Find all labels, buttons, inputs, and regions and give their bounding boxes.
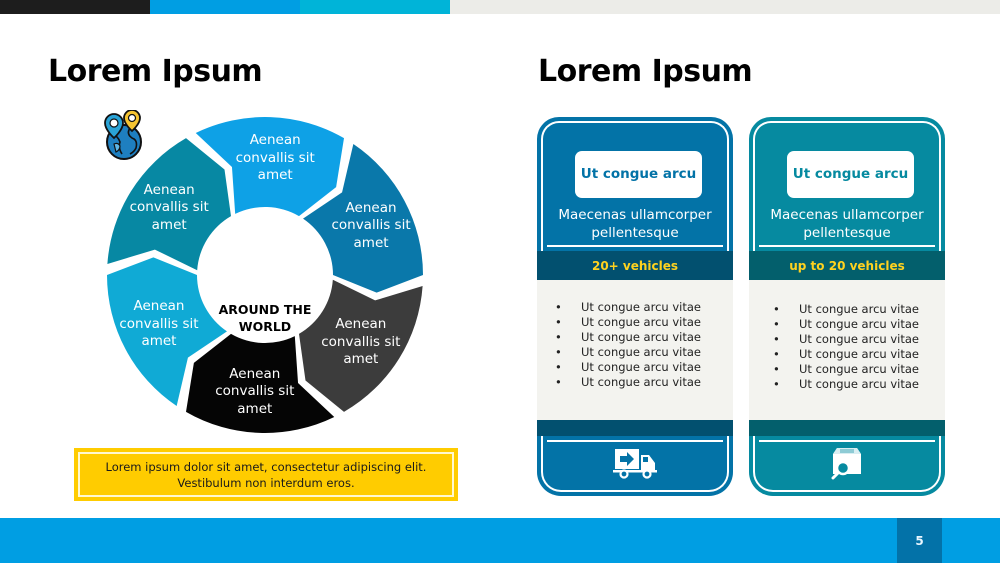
list-item: •Ut congue arcu vitae <box>555 300 701 314</box>
card-subtitle: Maecenas ullamcorper pellentesque <box>770 207 924 241</box>
list-item: •Ut congue arcu vitae <box>555 315 701 329</box>
card-list: •Ut congue arcu vitae •Ut congue arcu vi… <box>555 300 701 390</box>
left-section-title: Lorem Ipsum <box>48 54 263 89</box>
list-item: •Ut congue arcu vitae <box>555 330 701 344</box>
cycle-segment-label: Aenean convallis sit amet <box>321 315 401 367</box>
package-search-icon <box>831 448 861 480</box>
card-band-label: up to 20 vehicles <box>749 251 945 280</box>
card-subtitle: Maecenas ullamcorper pellentesque <box>558 207 712 241</box>
cycle-segment-label: Aenean convallis sit amet <box>119 298 199 350</box>
list-item: •Ut congue arcu vitae <box>773 377 919 391</box>
right-section-title: Lorem Ipsum <box>538 54 753 89</box>
cycle-segment <box>186 333 335 433</box>
list-item: •Ut congue arcu vitae <box>773 317 919 331</box>
card-heading: Ut congue arcu <box>575 151 702 198</box>
list-item: •Ut congue arcu vitae <box>773 302 919 316</box>
page-number: 5 <box>897 518 942 563</box>
cycle-segment-label: Aenean convallis sit amet <box>129 181 209 233</box>
top-bar-segment <box>0 0 150 14</box>
cycle-segment <box>195 116 344 217</box>
card-band-label: 20+ vehicles <box>537 251 733 280</box>
cycle-center <box>199 209 331 341</box>
top-bar-segment <box>450 0 1000 14</box>
cycle-segment <box>303 144 423 293</box>
card-footer <box>537 436 733 496</box>
cycle-segment <box>107 138 231 271</box>
note-text: Lorem ipsum dolor sit amet, consectetur … <box>78 452 454 497</box>
cycle-segment-label: Aenean convallis sit amet <box>235 132 315 184</box>
cycle-ring <box>107 116 423 433</box>
pricing-card-2: Ut congue arcu Maecenas ullamcorper pell… <box>749 117 945 496</box>
list-item: •Ut congue arcu vitae <box>773 362 919 376</box>
footer-bar <box>0 518 1000 563</box>
cycle-segment-label: Aenean convallis sit amet <box>215 365 295 417</box>
list-item: •Ut congue arcu vitae <box>773 332 919 346</box>
card-header: Ut congue arcu Maecenas ullamcorper pell… <box>749 117 945 251</box>
cycle-segment-label: Aenean convallis sit amet <box>331 199 411 251</box>
pricing-card-1: Ut congue arcu Maecenas ullamcorper pell… <box>537 117 733 496</box>
card-band-bottom <box>537 420 733 436</box>
list-item: •Ut congue arcu vitae <box>555 345 701 359</box>
center-label: AROUND THE WORLD <box>218 302 312 334</box>
cycle-segment <box>107 257 227 406</box>
card-header: Ut congue arcu Maecenas ullamcorper pell… <box>537 117 733 251</box>
top-bar-segment <box>300 0 450 14</box>
card-heading: Ut congue arcu <box>787 151 914 198</box>
list-item: •Ut congue arcu vitae <box>555 360 701 374</box>
card-footer <box>749 436 945 496</box>
card-body: •Ut congue arcu vitae •Ut congue arcu vi… <box>749 280 945 420</box>
top-bar-segment <box>150 0 300 14</box>
card-band-bottom <box>749 420 945 436</box>
top-color-bar <box>0 0 1000 14</box>
divider <box>547 245 723 247</box>
list-item: •Ut congue arcu vitae <box>555 375 701 389</box>
note-box: Lorem ipsum dolor sit amet, consectetur … <box>74 448 458 501</box>
globe-location-pins-icon <box>104 110 142 160</box>
delivery-truck-icon <box>613 449 657 479</box>
card-list: •Ut congue arcu vitae •Ut congue arcu vi… <box>773 302 919 392</box>
list-item: •Ut congue arcu vitae <box>773 347 919 361</box>
divider <box>759 245 935 247</box>
cycle-segment <box>299 279 423 412</box>
card-body: •Ut congue arcu vitae •Ut congue arcu vi… <box>537 280 733 420</box>
